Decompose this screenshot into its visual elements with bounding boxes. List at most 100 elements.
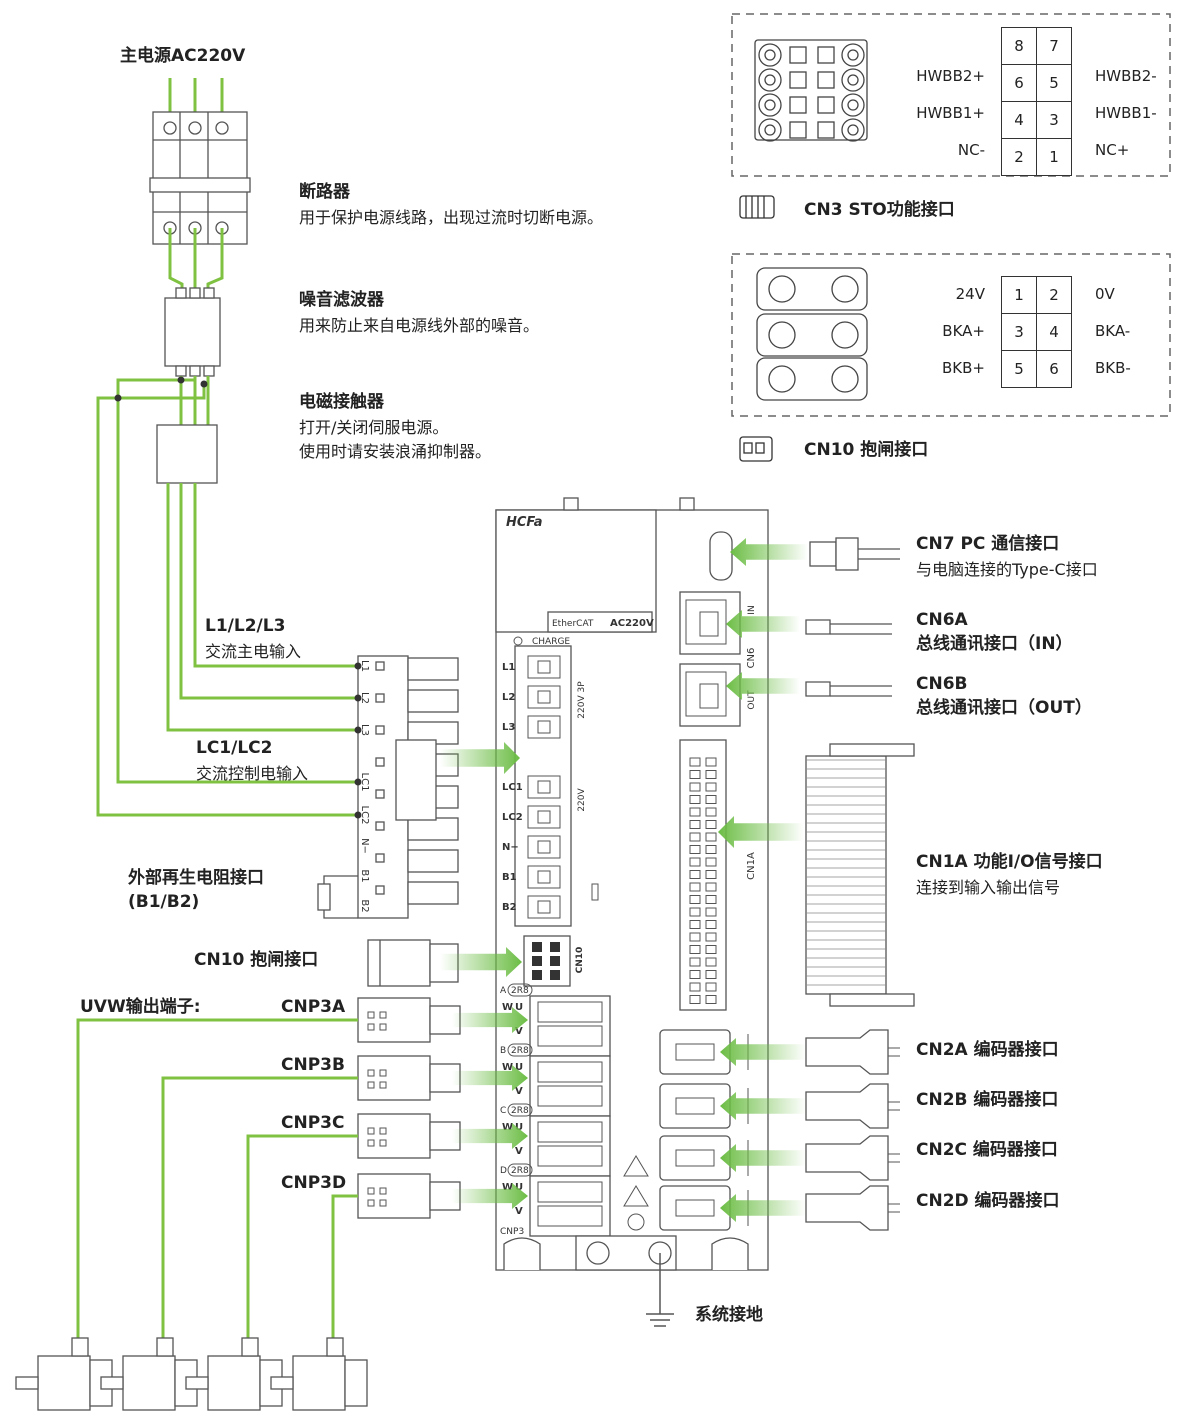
- cn1a-pin: [705, 907, 717, 917]
- pin-cell: 1: [1001, 276, 1037, 314]
- cnp3-socket: [537, 1025, 603, 1047]
- cnp3-socket: [537, 1181, 603, 1203]
- regen-sub: (B1/B2): [128, 892, 200, 912]
- cn1a-pin: [689, 957, 701, 967]
- cn1a-pin: [689, 807, 701, 817]
- w-label: W: [502, 1182, 513, 1193]
- pin-cell: 6: [1001, 64, 1037, 102]
- encoder-port: [675, 1043, 715, 1061]
- terminal-socket: [527, 715, 561, 739]
- v220-label: 220V: [577, 787, 587, 811]
- cn1a-pin: [689, 895, 701, 904]
- plug-hole: [375, 789, 385, 799]
- cn3-pin-socket: [758, 68, 782, 92]
- plug-finger: [407, 657, 459, 681]
- cn3-pin-socket: [758, 43, 782, 67]
- cn1a-pin: [705, 982, 717, 992]
- brand-logo: HCFa: [506, 515, 543, 530]
- cn1a-drive-label: CN1A: [746, 852, 757, 880]
- pin-cell: 6: [1036, 350, 1072, 388]
- terminal-socket: [527, 685, 561, 709]
- plug-terminal-label: LC2: [359, 806, 370, 825]
- arrow: [452, 1183, 528, 1209]
- cn1a-pin: [689, 882, 701, 892]
- terminal-label: N−: [502, 842, 519, 853]
- cn3-pin-socket: [841, 118, 865, 142]
- cn3-plug-icon: [739, 195, 775, 219]
- cn1a-pin: [689, 870, 701, 879]
- motor-shaft: [185, 1376, 209, 1390]
- cn3-pin-left: HWBB1+: [916, 104, 985, 122]
- terminal-socket: [527, 805, 561, 829]
- terminal-screw: [537, 810, 551, 824]
- cn1a-pin: [705, 970, 717, 979]
- motor-shaft: [100, 1376, 124, 1390]
- cn1a-pin: [705, 845, 717, 854]
- plug-finger: [407, 817, 459, 841]
- terminal-screw: [537, 780, 551, 794]
- cn3-pin-socket: [841, 43, 865, 67]
- cn1a-pin: [689, 907, 701, 917]
- arrow: [720, 1144, 806, 1172]
- axis-letter: D: [500, 1166, 507, 1176]
- arrow: [726, 610, 800, 638]
- plug-terminal-label: N−: [359, 838, 370, 854]
- cn6b-desc: 总线通讯接口（OUT）: [916, 698, 1092, 718]
- cn3-pin-core: [764, 74, 776, 86]
- cn10-pin-left: BKB+: [942, 359, 985, 377]
- cn1a-pin: [705, 882, 717, 892]
- cn3-pin-socket: [841, 68, 865, 92]
- cn10-pin: [550, 942, 560, 952]
- axis-rating: 2R8: [511, 1106, 529, 1116]
- plug-hole: [375, 821, 385, 831]
- cnp3-socket: [537, 1085, 603, 1107]
- breaker-title: 断路器: [299, 182, 350, 202]
- cnp3-plug-hole: [367, 1127, 375, 1135]
- cnp3-plug-hole: [379, 1011, 387, 1019]
- arrow: [452, 1007, 528, 1033]
- cn6-label: CN6: [746, 648, 757, 669]
- plug-terminal-label: L2: [359, 692, 370, 704]
- cnp3-plug-hole: [367, 1023, 375, 1031]
- warning-icon: [623, 1155, 649, 1177]
- cn10-pin: [532, 942, 542, 952]
- cn7-usb-cable: [809, 537, 900, 571]
- cn10-plug-icon: [739, 436, 773, 462]
- terminal-label: LC2: [502, 812, 523, 823]
- encoder-port: [675, 1097, 715, 1115]
- motor-body: [37, 1355, 91, 1411]
- cnp3-socket: [537, 1145, 603, 1167]
- ethernet-jack: [699, 683, 719, 709]
- cn3-pin-socket: [758, 118, 782, 142]
- charge-label: CHARGE: [532, 637, 570, 647]
- cn10-drive-label: CN10: [575, 947, 585, 974]
- plug-terminal-label: B1: [359, 869, 370, 882]
- cnp3a-label: CNP3A: [281, 997, 346, 1017]
- voltage-label: AC220V: [610, 618, 654, 629]
- pin-cell: 4: [1036, 313, 1072, 351]
- cn1a-pins: [689, 757, 717, 1004]
- cnp3-plug-hole: [379, 1127, 387, 1135]
- cn1a-pin: [705, 932, 717, 942]
- cn1a-pin: [689, 795, 701, 804]
- cnp3-socket: [537, 1205, 603, 1227]
- cn3-latch: [789, 96, 807, 114]
- cnp3-plug-hole: [379, 1081, 387, 1089]
- cn10-pin: [532, 956, 542, 966]
- motor-body: [122, 1355, 176, 1411]
- arrow: [720, 1092, 806, 1120]
- cnp3-plug-body: [357, 1173, 431, 1219]
- junction-dot: [354, 778, 362, 786]
- pin-cell: 2: [1036, 276, 1072, 314]
- cnp3c-label: CNP3C: [281, 1113, 345, 1133]
- w-label: W: [502, 1122, 513, 1133]
- cn1a-pin: [705, 945, 717, 954]
- cn1a-pin: [689, 782, 701, 792]
- w-label: W: [502, 1002, 513, 1013]
- plug-finger: [407, 689, 459, 713]
- v-label: V: [515, 1146, 523, 1157]
- magnetic-contactor: [156, 424, 218, 484]
- cn3-pin-core: [764, 99, 776, 111]
